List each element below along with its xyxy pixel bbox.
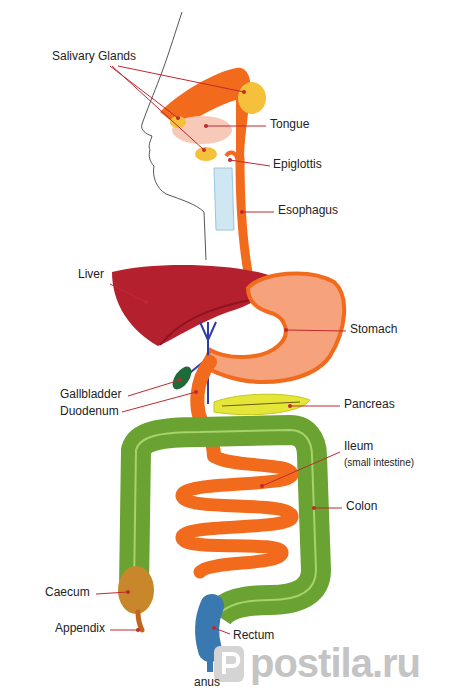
part-label: Pancreas bbox=[344, 398, 395, 412]
liver bbox=[112, 265, 272, 346]
rectum bbox=[207, 606, 212, 650]
part-label: Ileum bbox=[344, 440, 373, 454]
part-label: Caecum bbox=[45, 586, 90, 600]
pancreas bbox=[214, 394, 310, 414]
part-label: Tongue bbox=[270, 118, 309, 132]
part-label: Liver bbox=[78, 268, 104, 282]
part-label: Duodenum bbox=[60, 405, 119, 419]
caecum bbox=[118, 566, 154, 614]
part-label: Esophagus bbox=[278, 204, 338, 218]
trachea bbox=[214, 168, 234, 230]
pharynx bbox=[160, 68, 250, 160]
part-label: Appendix bbox=[55, 622, 105, 636]
part-label: Epiglottis bbox=[273, 158, 322, 172]
part-label: Stomach bbox=[350, 323, 397, 337]
appendix bbox=[138, 612, 142, 630]
leader-lines bbox=[96, 66, 346, 634]
small-intestine bbox=[182, 456, 292, 572]
salivary-gland bbox=[238, 82, 266, 114]
part-label: Gallbladder bbox=[60, 388, 121, 402]
gallbladder bbox=[169, 363, 195, 392]
part-label: Colon bbox=[346, 500, 377, 514]
colon-band bbox=[134, 430, 316, 616]
watermark: postila.ru bbox=[250, 640, 420, 686]
part-note: (small intestine) bbox=[344, 457, 414, 469]
stomach bbox=[204, 273, 344, 381]
watermark-logo-mark bbox=[224, 654, 238, 674]
part-label: Rectum bbox=[233, 629, 274, 643]
colon bbox=[134, 430, 316, 616]
part-label: anus bbox=[194, 676, 220, 690]
salivary-gland bbox=[195, 147, 217, 161]
anus-canal bbox=[207, 660, 213, 672]
part-label: Salivary Glands bbox=[52, 50, 136, 64]
leader-dots bbox=[126, 90, 316, 632]
liver-lobe bbox=[160, 300, 250, 345]
